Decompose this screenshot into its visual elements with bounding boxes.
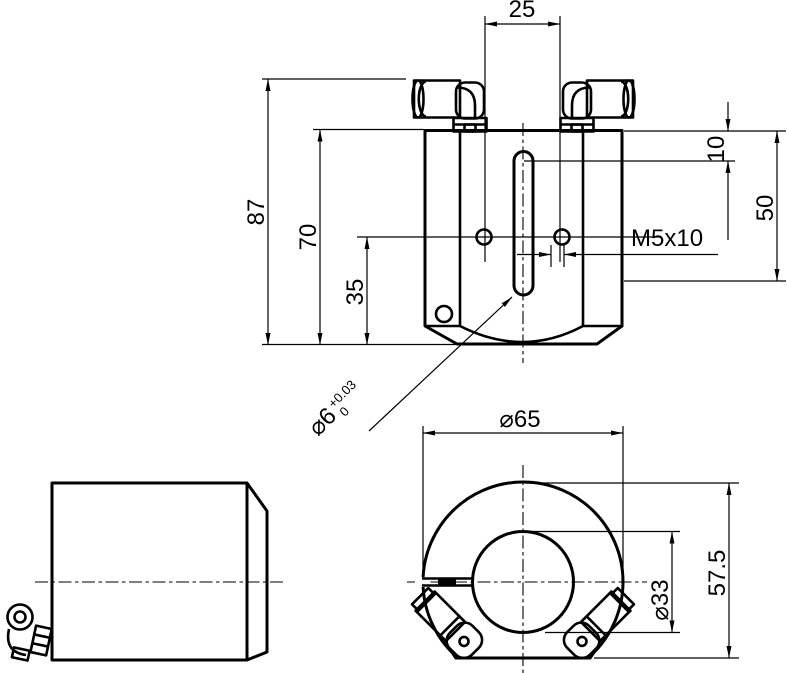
slot-width-callout: ⌀6 +0.03 0 — [303, 377, 359, 441]
slot-tol-zero: 0 — [336, 404, 352, 420]
slit-break — [415, 577, 430, 587]
dim-port-spacing: 25 — [509, 0, 536, 23]
dim-outer-dia: ⌀65 — [499, 406, 540, 433]
flat-bottom-edge — [451, 651, 595, 660]
thread-callout: M5x10 — [631, 225, 703, 252]
dim-bore-dia: ⌀33 — [647, 579, 674, 620]
air-fitting-right-icon — [559, 79, 636, 133]
side-view-outline — [50, 481, 269, 662]
front-view — [411, 79, 636, 363]
dim-slot-span: 50 — [752, 195, 779, 222]
air-fitting-side-icon — [6, 603, 54, 662]
dim-overall-height: 87 — [243, 199, 270, 226]
front-small-hole — [434, 304, 454, 324]
clamp-body-edges — [425, 130, 622, 344]
dimensions: 25 87 70 35 10 50 M5x10 ⌀6 +0.03 0 ⌀65 — [243, 0, 786, 659]
dim-flat-height: 57.5 — [704, 550, 731, 597]
slit-screw — [438, 577, 456, 587]
dim-body-height: 70 — [295, 224, 322, 251]
dim-hole-height: 35 — [342, 279, 369, 306]
air-fitting-left-icon — [411, 79, 488, 133]
side-view — [6, 481, 283, 662]
dim-slot-top-offset: 10 — [703, 136, 730, 163]
top-view — [407, 465, 647, 673]
